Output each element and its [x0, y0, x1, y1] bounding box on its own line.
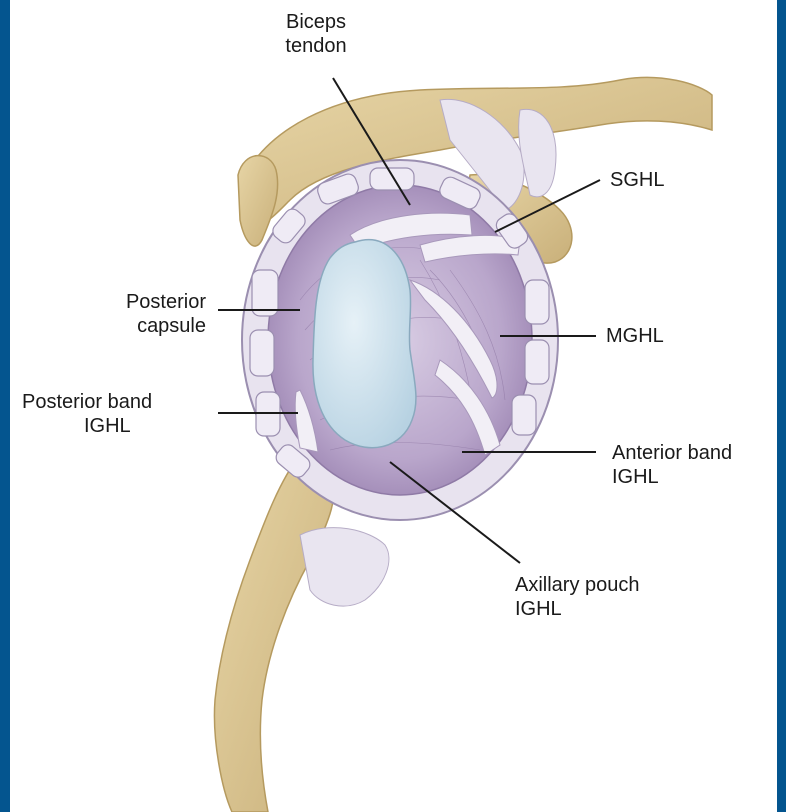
label-mghl: MGHL: [606, 324, 664, 348]
label-axillary-pouch: Axillary pouch IGHL: [515, 573, 640, 621]
label-posterior-band: Posterior band IGHL: [22, 390, 152, 438]
acromion-tip-bone: [238, 156, 278, 247]
scapula-body-bone: [214, 455, 333, 812]
label-posterior-capsule: Posterior capsule: [78, 290, 206, 338]
inferior-ligament-stub: [300, 528, 389, 607]
label-sghl: SGHL: [610, 168, 664, 192]
label-anterior-band: Anterior band IGHL: [612, 441, 732, 489]
label-biceps-tendon: Biceps tendon: [266, 10, 366, 58]
glenoid-surface: [313, 240, 416, 448]
